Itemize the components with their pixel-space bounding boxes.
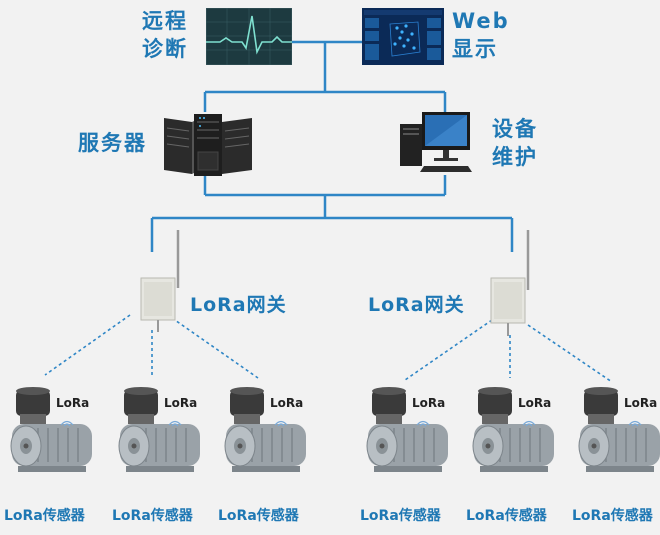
label-web-display-2: 显示: [452, 37, 498, 61]
label-remote-diagnosis-2: 诊断: [142, 37, 188, 61]
web-dashboard-icon: [362, 8, 444, 65]
wifi-signal-icon: [274, 412, 288, 427]
sensor-label: LoRa传感器: [112, 508, 193, 524]
wifi-signal-icon: [60, 412, 74, 427]
lora-logo-badge: LoRa: [518, 396, 552, 410]
motor-sensor-icon: [576, 384, 660, 484]
lora-logo-badge: LoRa: [412, 396, 446, 410]
label-server: 服务器: [78, 131, 147, 155]
motor-sensor-icon: [222, 384, 314, 484]
lora-logo-badge: LoRa: [164, 396, 198, 410]
motor-sensor-icon: [364, 384, 456, 484]
label-gateway-left: LoRa网关: [190, 294, 287, 316]
motor-sensor-icon: [8, 384, 100, 484]
label-gateway-right: LoRa网关: [368, 294, 465, 316]
sensor-label: LoRa传感器: [466, 508, 547, 524]
label-remote-diagnosis-1: 远程: [142, 9, 188, 33]
server-rack-icon: [158, 112, 258, 177]
wifi-signal-icon: [168, 412, 182, 427]
wifi-signal-icon: [522, 412, 536, 427]
lora-logo-badge: LoRa: [270, 396, 304, 410]
sensor-label: LoRa传感器: [360, 508, 441, 524]
motor-sensor-icon: [470, 384, 562, 484]
label-maintenance-1: 设备: [492, 117, 538, 141]
gateway-antenna-icon: [138, 228, 186, 340]
sensor-label: LoRa传感器: [218, 508, 299, 524]
label-maintenance-2: 维护: [492, 145, 538, 169]
gateway-antenna-icon: [488, 228, 536, 343]
lora-logo-badge: LoRa: [56, 396, 90, 410]
label-web-display-1: Web: [452, 9, 510, 33]
lora-logo-badge: LoRa: [624, 396, 658, 410]
sensor-label: LoRa传感器: [572, 508, 653, 524]
motor-sensor-icon: [116, 384, 208, 484]
desktop-computer-icon: [396, 110, 476, 176]
wifi-signal-icon: [416, 412, 430, 427]
ecg-monitor-icon: [205, 7, 293, 66]
sensor-label: LoRa传感器: [4, 508, 85, 524]
wifi-signal-icon: [628, 412, 642, 427]
